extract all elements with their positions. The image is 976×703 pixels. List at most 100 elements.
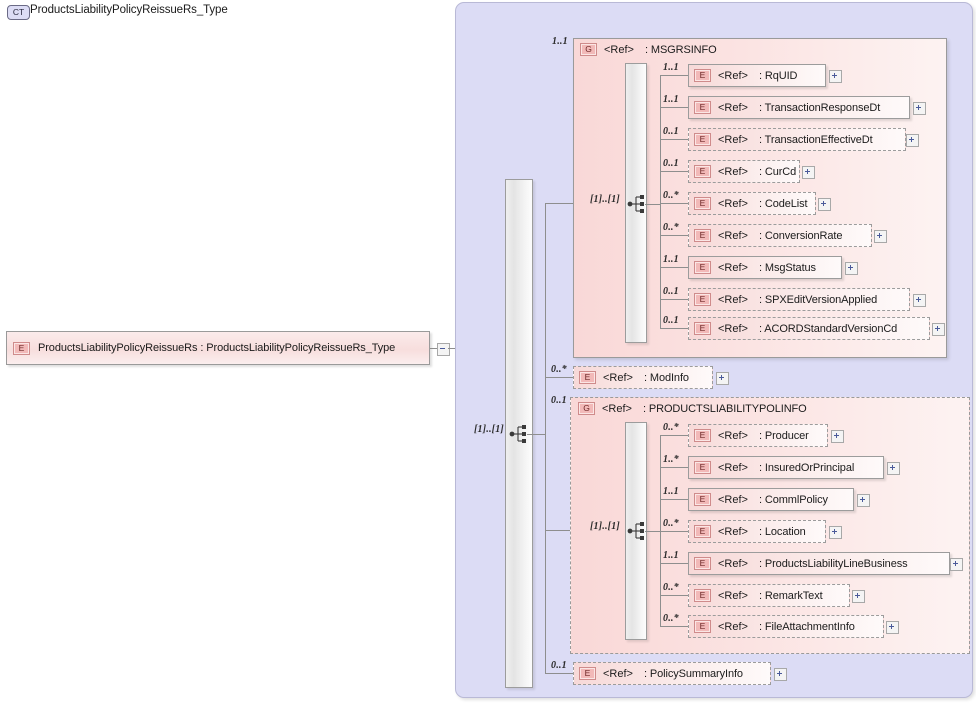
- complextype-title: ProductsLiabilityPolicyReissueRs_Type: [30, 4, 228, 16]
- ref-label: <Ref>: [718, 197, 748, 210]
- element-icon: E: [694, 165, 711, 178]
- child-line-p5: [660, 563, 688, 564]
- element-box-producer[interactable]: E <Ref> : Producer: [688, 424, 828, 447]
- ref-label: <Ref>: [718, 133, 748, 146]
- element-box-spxeditversionapplied[interactable]: E <Ref> : SPXEditVersionApplied: [688, 288, 910, 311]
- expand-button-acordstandardversioncd[interactable]: [932, 323, 945, 336]
- child-line-p4: [660, 531, 688, 532]
- ref-label: <Ref>: [718, 620, 748, 633]
- element-name-spxeditversionapplied: : SPXEditVersionApplied: [758, 293, 878, 306]
- element-box-location[interactable]: E <Ref> : Location: [688, 520, 826, 543]
- element-name-rquid: : RqUID: [758, 69, 798, 82]
- sequence-compositor-icon-productsliabilitypolinfo[interactable]: [627, 521, 649, 541]
- child-line-7: [660, 267, 688, 268]
- occurs-spxeditversionapplied: 0..1: [663, 286, 679, 297]
- ref-label: <Ref>: [603, 371, 633, 384]
- complextype-icon: CT: [7, 5, 30, 20]
- group-head-msgrsinfo[interactable]: G <Ref> : MSGRSINFO: [580, 43, 717, 56]
- ref-label: <Ref>: [718, 69, 748, 82]
- element-box-modinfo[interactable]: E <Ref> : ModInfo: [573, 366, 713, 389]
- sequence-compositor-icon-outer[interactable]: [509, 424, 531, 444]
- element-name-codelist: : CodeList: [758, 197, 808, 210]
- outer-trunk-line: [545, 203, 546, 674]
- ref-label: <Ref>: [718, 557, 748, 570]
- connector-ct-in: [448, 348, 458, 349]
- expand-button-transactioneffectivedt[interactable]: [906, 134, 919, 147]
- expand-button-insuredorprincipal[interactable]: [887, 462, 900, 475]
- expand-button-location[interactable]: [829, 526, 842, 539]
- element-box-policysummaryinfo[interactable]: E <Ref> : PolicySummaryInfo: [573, 662, 771, 685]
- element-name-acordstandardversioncd: : ACORDStandardVersionCd: [758, 322, 898, 335]
- element-box-insuredorprincipal[interactable]: E <Ref> : InsuredOrPrincipal: [688, 456, 884, 479]
- element-name-transactioneffectivedt: : TransactionEffectiveDt: [758, 133, 873, 146]
- element-box-productsliabilitylinebusiness[interactable]: E <Ref> : ProductsLiabilityLineBusiness: [688, 552, 950, 575]
- branch-line-polinfo: [545, 530, 570, 531]
- element-box-commlpolicy[interactable]: E <Ref> : CommlPolicy: [688, 488, 854, 511]
- expand-button-policysummaryinfo[interactable]: [774, 668, 787, 681]
- seq-to-trunk-msgrsinfo: [645, 204, 660, 205]
- sequence-compositor-icon-msgrsinfo[interactable]: [627, 194, 649, 214]
- child-line-p3: [660, 499, 688, 500]
- child-line-p2: [660, 467, 688, 468]
- expand-button-productsliabilitylinebusiness[interactable]: [950, 558, 963, 571]
- occurs-policysummaryinfo: 0..1: [551, 660, 567, 671]
- expand-button-transactionresponsedt[interactable]: [913, 102, 926, 115]
- element-icon: E: [694, 197, 711, 210]
- element-box-msgstatus[interactable]: E <Ref> : MsgStatus: [688, 256, 842, 279]
- group-icon: G: [578, 402, 595, 415]
- expand-button-spxeditversionapplied[interactable]: [913, 294, 926, 307]
- group-name-msgrsinfo: : MSGRSINFO: [644, 43, 717, 56]
- expand-button-curcd[interactable]: [802, 166, 815, 179]
- ref-label: <Ref>: [718, 229, 748, 242]
- element-box-curcd[interactable]: E <Ref> : CurCd: [688, 160, 800, 183]
- expand-button-modinfo[interactable]: [716, 372, 729, 385]
- expand-button-msgstatus[interactable]: [845, 262, 858, 275]
- occurs-conversionrate: 0..*: [663, 222, 679, 233]
- expand-button-producer[interactable]: [831, 430, 844, 443]
- expand-button-remarktext[interactable]: [852, 590, 865, 603]
- element-name-transactionresponsedt: : TransactionResponseDt: [758, 101, 881, 114]
- element-box-fileattachmentinfo[interactable]: E <Ref> : FileAttachmentInfo: [688, 615, 884, 638]
- branch-line-policysummaryinfo: [545, 673, 573, 674]
- element-box-transactionresponsedt[interactable]: E <Ref> : TransactionResponseDt: [688, 96, 910, 119]
- ref-label: <Ref>: [718, 429, 748, 442]
- element-box-conversionrate[interactable]: E <Ref> : ConversionRate: [688, 224, 872, 247]
- element-icon: E: [694, 493, 711, 506]
- expand-button-fileattachmentinfo[interactable]: [886, 621, 899, 634]
- element-box-codelist[interactable]: E <Ref> : CodeList: [688, 192, 816, 215]
- root-element-box[interactable]: E ProductsLiabilityPolicyReissueRs : Pro…: [6, 331, 430, 365]
- element-box-transactioneffectivedt[interactable]: E <Ref> : TransactionEffectiveDt: [688, 128, 906, 151]
- element-icon: E: [694, 133, 711, 146]
- child-trunk-productsliabilitypolinfo: [660, 435, 661, 626]
- element-box-rquid[interactable]: E <Ref> : RqUID: [688, 64, 826, 87]
- ref-label: <Ref>: [718, 322, 748, 335]
- occurs-transactioneffectivedt: 0..1: [663, 126, 679, 137]
- expand-button-conversionrate[interactable]: [874, 230, 887, 243]
- child-trunk-msgrsinfo: [660, 75, 661, 328]
- outer-compositor-occurs: [1]..[1]: [474, 424, 504, 435]
- group-head-productsliabilitypolinfo[interactable]: G <Ref> : PRODUCTSLIABILITYPOLINFO: [578, 402, 807, 415]
- ref-label: <Ref>: [718, 165, 748, 178]
- ref-label: <Ref>: [718, 261, 748, 274]
- occurs-insuredorprincipal: 1..*: [663, 454, 679, 465]
- expand-button-commlpolicy[interactable]: [857, 494, 870, 507]
- child-line-8: [660, 299, 688, 300]
- group-icon: G: [580, 43, 597, 56]
- inner-compositor-occurs-msgrsinfo: [1]..[1]: [590, 194, 620, 205]
- child-line-9: [660, 328, 688, 329]
- occurs-curcd: 0..1: [663, 158, 679, 169]
- element-icon: E: [694, 229, 711, 242]
- element-box-acordstandardversioncd[interactable]: E <Ref> : ACORDStandardVersionCd: [688, 317, 930, 340]
- element-name-msgstatus: : MsgStatus: [758, 261, 816, 274]
- expand-button-rquid[interactable]: [829, 70, 842, 83]
- occurs-transactionresponsedt: 1..1: [663, 94, 679, 105]
- collapse-toggle-root[interactable]: [437, 343, 450, 356]
- expand-button-codelist[interactable]: [818, 198, 831, 211]
- outer-seq-to-trunk: [527, 434, 545, 435]
- element-box-remarktext[interactable]: E <Ref> : RemarkText: [688, 584, 850, 607]
- root-element-label: ProductsLiabilityPolicyReissueRs : Produ…: [38, 342, 396, 354]
- ref-label: <Ref>: [718, 293, 748, 306]
- element-name-location: : Location: [758, 525, 806, 538]
- occurs-modinfo: 0..*: [551, 364, 567, 375]
